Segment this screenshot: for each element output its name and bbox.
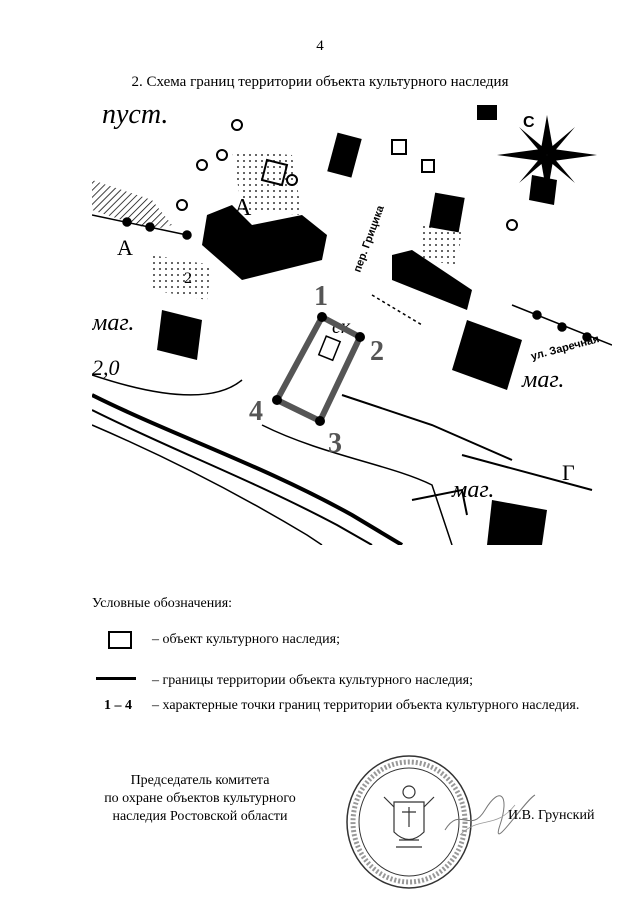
small-structures	[176, 119, 593, 516]
point-label-3: 3	[328, 428, 342, 459]
legend-boundary-line-symbol	[96, 677, 136, 680]
boundary-scheme-map: пуст. А А маг. маг. маг. ск. 2,0 Г 2 пер…	[92, 105, 612, 545]
map-label-a1: А	[234, 195, 252, 221]
compass-rose-icon: С	[497, 114, 597, 195]
heritage-object-outline	[317, 335, 342, 362]
coat-of-arms-icon	[383, 785, 435, 848]
boundary-point-4	[272, 395, 282, 405]
hatched-strip	[152, 255, 212, 300]
position-line: Председатель комитета	[130, 773, 270, 788]
handwritten-signature-icon	[444, 794, 536, 836]
point-label-4: 4	[249, 396, 263, 427]
legend-points-text: – характерные точки границ территории об…	[152, 698, 580, 713]
legend-points-symbol: 1 – 4	[104, 698, 132, 713]
map-label-elev: 2,0	[92, 355, 120, 380]
fence-line	[92, 214, 612, 346]
position-line: по охране объектов культурного	[104, 791, 296, 806]
road-lines	[92, 374, 453, 545]
map-label-2: 2	[184, 270, 192, 287]
compass-north-letter: С	[523, 114, 535, 131]
street-label-zarechnaya: ул. Заречная	[530, 333, 601, 363]
map-label-pust: пуст.	[102, 105, 168, 130]
official-seal-icon	[346, 755, 472, 889]
map-label-a2: А	[117, 235, 133, 260]
boundary-point-1	[317, 312, 327, 322]
legend-object-symbol	[108, 631, 132, 649]
scheme-title: 2. Схема границ территории объекта культ…	[131, 74, 509, 90]
page-number: 4	[316, 38, 324, 54]
legend-title: Условные обозначения:	[92, 596, 233, 611]
hatched-strip	[422, 225, 462, 265]
legend-object-text: – объект культурного наследия;	[152, 632, 340, 647]
boundary-point-2	[355, 332, 365, 342]
map-label-mag1: маг.	[92, 310, 134, 336]
point-label-2: 2	[370, 336, 384, 367]
point-label-1: 1	[314, 281, 328, 312]
signatory-name: И.В. Грунский	[508, 808, 595, 823]
street-label-gritsika: пер. Грицика	[352, 203, 388, 274]
legend-boundary-text: – границы территории объекта культурного…	[152, 673, 473, 688]
signatory-position: Председатель комитета по охране объектов…	[80, 772, 320, 826]
map-label-g: Г	[562, 460, 575, 485]
map-label-mag3: маг.	[451, 477, 494, 503]
boundary-point-3	[315, 416, 325, 426]
hatched-strip	[232, 150, 302, 215]
buildings	[157, 105, 557, 545]
position-line: наследия Ростовской области	[112, 809, 288, 824]
territory-boundary: 1 2 3 4	[249, 281, 384, 459]
map-label-mag2: маг.	[521, 367, 564, 393]
hatched-strip	[92, 180, 172, 230]
